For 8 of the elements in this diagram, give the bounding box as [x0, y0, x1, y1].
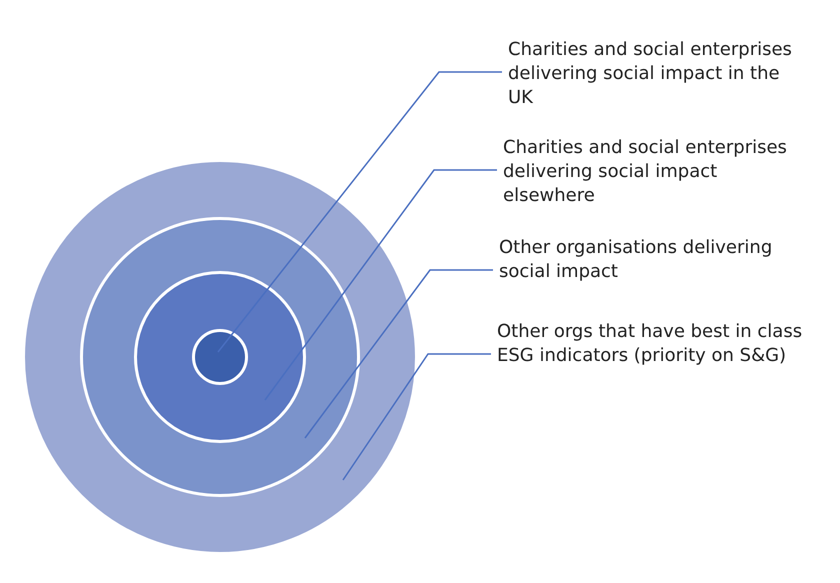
leader-line — [342, 353, 491, 480]
ring-description: Charities and social enterprises delivering social impact elsewhere — [503, 136, 803, 208]
leader-line — [217, 71, 502, 352]
ring-description: Other orgs that have best in class ESG indicators (priority on S&G) — [497, 320, 837, 368]
leader-line — [264, 169, 497, 400]
ring-description: Charities and social enterprises delivering social impact in the UK — [508, 38, 808, 110]
ring-description: Other organisations delivering social impact — [499, 236, 819, 284]
leader-line — [304, 269, 493, 438]
